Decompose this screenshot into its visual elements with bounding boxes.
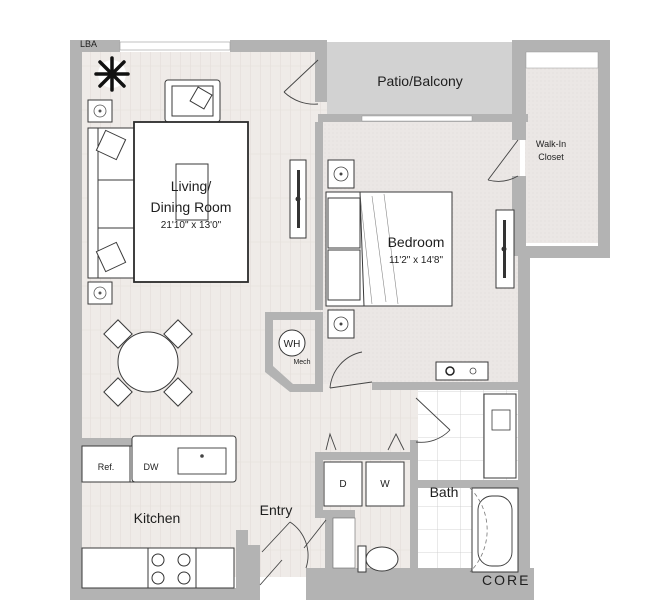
kitchen-label: Kitchen: [134, 510, 181, 526]
tv-console: [289, 159, 307, 239]
vanity: [483, 393, 517, 479]
bathtub: [469, 487, 519, 573]
refrigerator-label: Ref.: [98, 462, 115, 472]
watermark: CORE: [482, 572, 530, 588]
nightstand: [327, 309, 355, 339]
kitchen-counters: [81, 435, 237, 589]
mech-label: Mech: [293, 359, 310, 366]
water-heater: [278, 329, 306, 357]
bed: [325, 191, 453, 307]
washer-label: W: [380, 479, 390, 490]
nightstand: [327, 159, 355, 189]
living-label-line1: Living/: [171, 178, 212, 194]
walls: [70, 40, 610, 600]
dishwasher-label: DW: [144, 462, 159, 472]
corner-text: LBA: [80, 39, 97, 49]
armchair: [164, 79, 221, 123]
water-heater-label: WH: [284, 339, 301, 350]
walkin-label-line1: Walk-In: [536, 139, 566, 149]
window-walkin: [525, 51, 599, 69]
bath-label: Bath: [430, 484, 459, 500]
toilet: [357, 545, 399, 573]
floor-patio: [327, 42, 512, 114]
bedroom-dimensions: 11'2" x 14'8": [389, 255, 444, 266]
dresser: [495, 209, 515, 289]
laundry: [323, 461, 405, 507]
entry-closet-shelf: [332, 517, 356, 569]
living-label-line2: Dining Room: [151, 199, 232, 215]
patio-label: Patio/Balcony: [377, 73, 463, 89]
fan-icon: [87, 99, 113, 123]
bedroom-label: Bedroom: [388, 234, 445, 250]
dryer-label: D: [339, 479, 346, 490]
doors: [259, 59, 519, 586]
plant-icon: [94, 56, 130, 92]
living-dimensions: 21'10" x 13'0": [161, 220, 222, 231]
entry-label: Entry: [260, 502, 293, 518]
rug: [133, 121, 249, 283]
walkin-label-line2: Closet: [538, 152, 564, 162]
bench: [435, 361, 489, 381]
coffee-table: [175, 163, 209, 221]
sofa: [87, 127, 139, 279]
fan-icon: [87, 281, 113, 305]
dining-set: [103, 319, 193, 407]
